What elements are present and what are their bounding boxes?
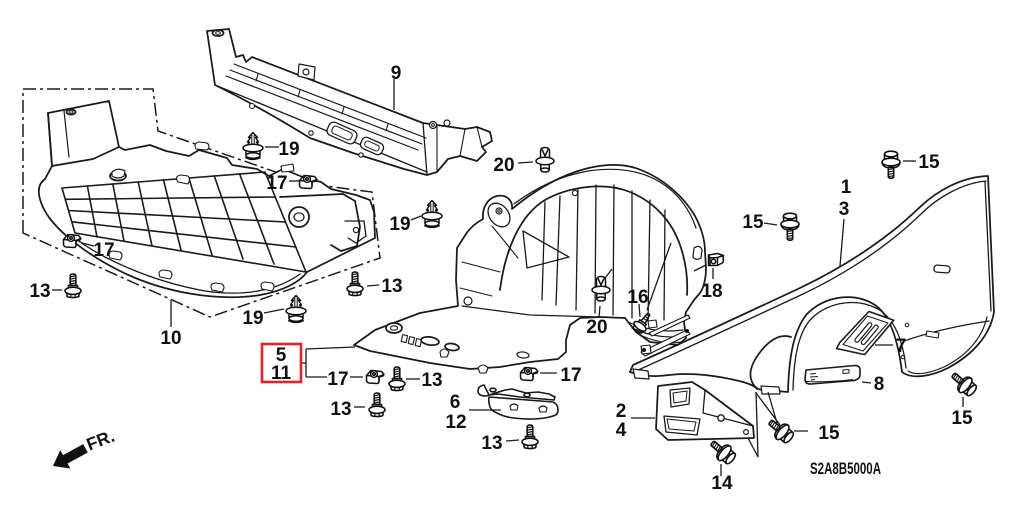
svg-text:15: 15 bbox=[918, 152, 940, 173]
svg-text:18: 18 bbox=[701, 281, 722, 302]
svg-text:19: 19 bbox=[389, 214, 410, 235]
svg-text:8: 8 bbox=[874, 374, 885, 395]
svg-text:20: 20 bbox=[586, 317, 607, 338]
svg-text:13: 13 bbox=[481, 433, 502, 454]
svg-text:17: 17 bbox=[266, 173, 287, 194]
svg-text:19: 19 bbox=[242, 308, 263, 329]
svg-text:5: 5 bbox=[276, 345, 287, 366]
svg-text:S2A8B5000A: S2A8B5000A bbox=[810, 460, 881, 478]
svg-text:3: 3 bbox=[839, 199, 850, 220]
svg-text:1: 1 bbox=[841, 177, 852, 198]
svg-text:13: 13 bbox=[29, 281, 50, 302]
svg-text:20: 20 bbox=[493, 155, 514, 176]
svg-text:19: 19 bbox=[278, 139, 299, 160]
svg-text:7: 7 bbox=[896, 336, 907, 357]
svg-text:15: 15 bbox=[818, 423, 840, 444]
svg-text:6: 6 bbox=[450, 392, 461, 413]
svg-text:15: 15 bbox=[951, 408, 973, 429]
svg-text:10: 10 bbox=[160, 328, 181, 349]
svg-text:17: 17 bbox=[560, 365, 581, 386]
svg-text:11: 11 bbox=[271, 363, 292, 384]
svg-text:16: 16 bbox=[627, 287, 648, 308]
svg-text:14: 14 bbox=[711, 473, 733, 494]
svg-text:9: 9 bbox=[391, 63, 402, 84]
svg-text:12: 12 bbox=[445, 412, 466, 433]
svg-text:17: 17 bbox=[327, 369, 348, 390]
svg-text:2: 2 bbox=[616, 401, 627, 422]
svg-text:13: 13 bbox=[330, 399, 351, 420]
svg-text:17: 17 bbox=[93, 240, 114, 261]
svg-text:13: 13 bbox=[421, 370, 442, 391]
svg-text:4: 4 bbox=[616, 420, 627, 441]
svg-text:13: 13 bbox=[381, 276, 402, 297]
svg-text:15: 15 bbox=[742, 212, 764, 233]
